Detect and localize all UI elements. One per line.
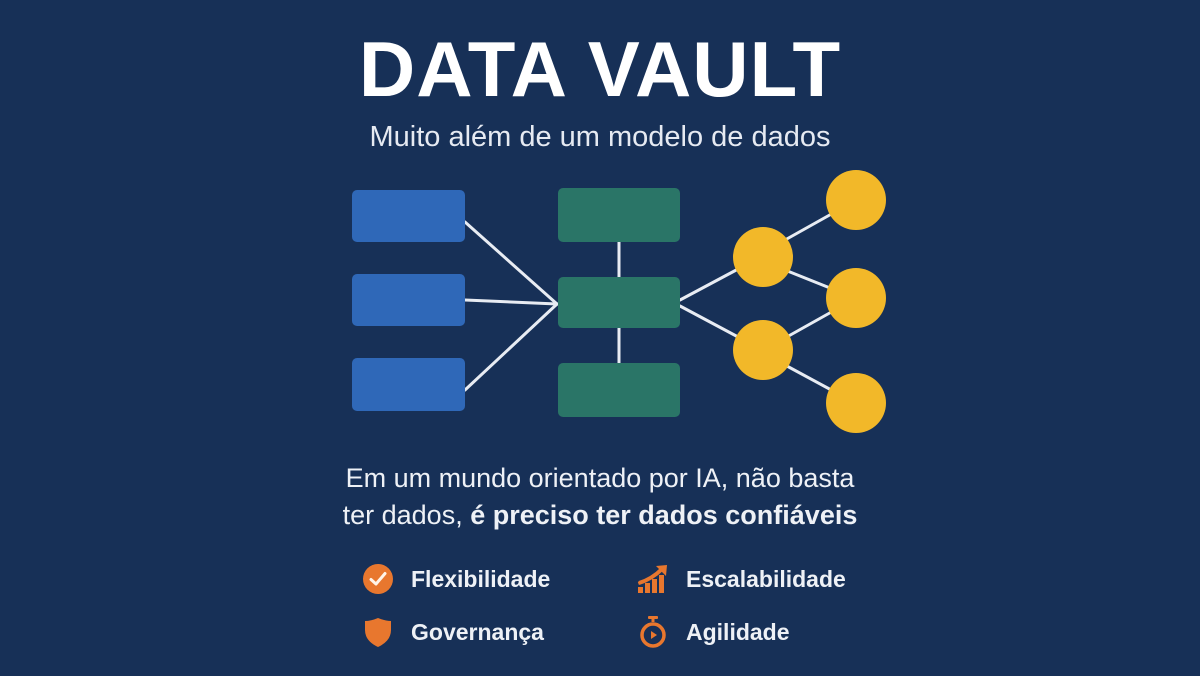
feature-label: Agilidade: [686, 618, 790, 645]
check-circle-icon: [361, 562, 395, 596]
source-box: [352, 274, 465, 326]
hub-box: [558, 188, 680, 242]
tagline-line1: Em um mundo orientado por IA, não basta: [345, 463, 855, 493]
hub-box: [558, 277, 680, 328]
source-boxes: [352, 190, 465, 411]
satellite-nodes: [733, 170, 886, 433]
feature-label: Escalabilidade: [686, 565, 846, 592]
source-box: [352, 358, 465, 411]
node: [826, 268, 886, 328]
page-title: DATA VAULT: [358, 25, 842, 113]
feature-governanca: Governança: [361, 615, 544, 649]
tagline: Em um mundo orientado por IA, não basta …: [0, 460, 1200, 534]
feature-flexibilidade: Flexibilidade: [361, 562, 550, 596]
feature-agilidade: Agilidade: [636, 615, 790, 649]
hub-boxes: [558, 188, 680, 417]
tagline-line2: ter dados, é preciso ter dados confiávei…: [0, 497, 1200, 534]
feature-label: Governança: [411, 618, 544, 645]
node: [826, 170, 886, 230]
tagline-line2-bold: é preciso ter dados confiáveis: [470, 500, 858, 530]
feature-escalabilidade: Escalabilidade: [636, 562, 846, 596]
shield-icon: [361, 615, 395, 649]
node: [733, 320, 793, 380]
page-subtitle: Muito além de um modelo de dados: [369, 121, 831, 153]
growth-chart-icon: [636, 562, 670, 596]
connector-lines: [463, 210, 837, 394]
tagline-line2-prefix: ter dados,: [342, 500, 471, 530]
node: [733, 227, 793, 287]
feature-label: Flexibilidade: [411, 565, 551, 592]
hub-box: [558, 363, 680, 417]
stopwatch-icon: [636, 615, 670, 649]
node: [826, 373, 886, 433]
source-box: [352, 190, 465, 242]
